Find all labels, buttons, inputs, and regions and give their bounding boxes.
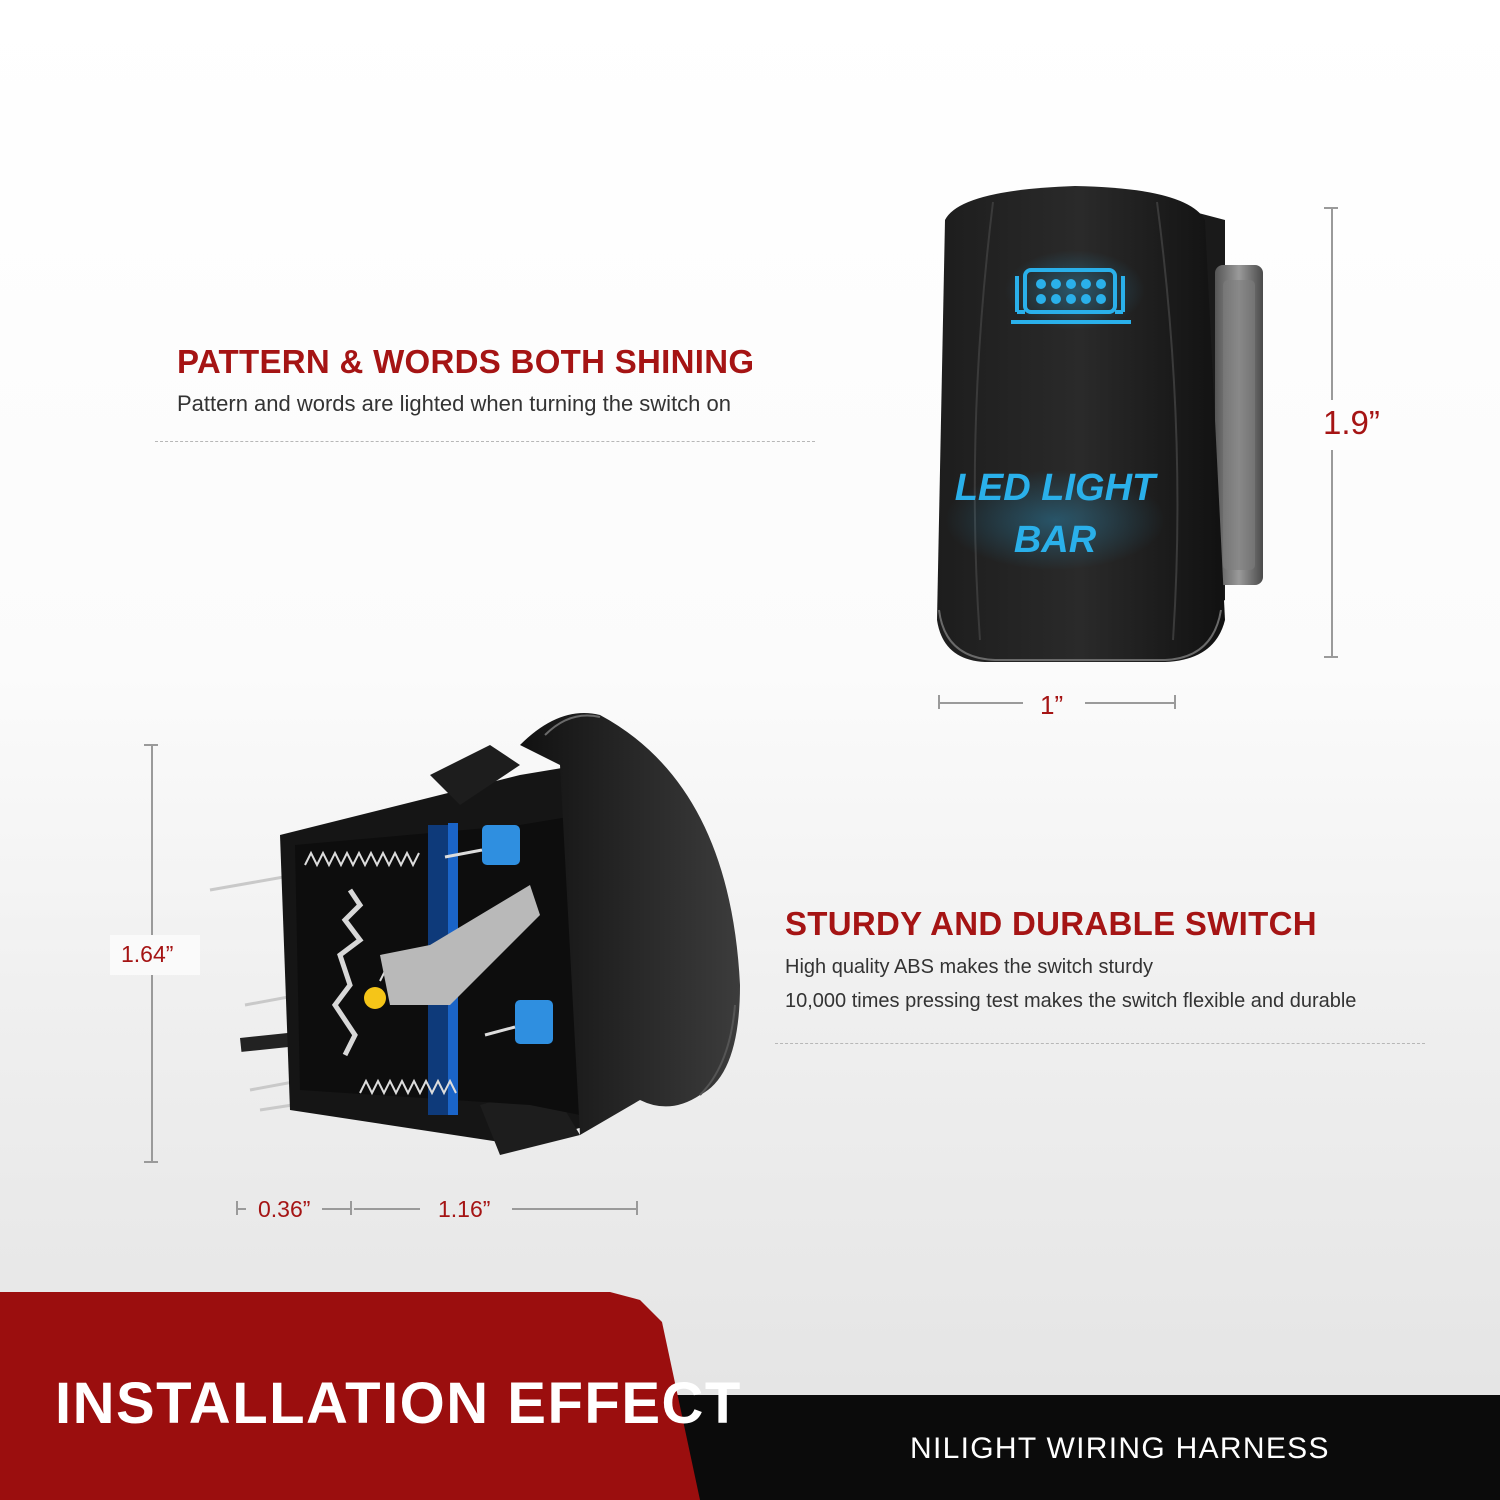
feature-desc-shining: Pattern and words are lighted when turni… — [177, 391, 731, 416]
dimension-height-side: 1.64” — [121, 941, 174, 967]
side-height-tick-bottom — [144, 1161, 158, 1163]
feature-desc-sturdy-1: High quality ABS makes the switch sturdy — [785, 956, 1153, 978]
dimension-depth-back: 0.36” — [258, 1196, 311, 1222]
footer-title: INSTALLATION EFFECT — [55, 1371, 742, 1436]
height-dimension-tick-top — [1324, 207, 1338, 209]
divider-2 — [775, 1043, 1425, 1044]
dimension-height-front: 1.9” — [1323, 404, 1380, 441]
depth-line-c — [354, 1208, 420, 1210]
depth-line-d — [512, 1208, 637, 1210]
rocker-switch-cutaway — [209, 713, 740, 1155]
width-dimension-tick-left — [938, 695, 940, 709]
dimension-depth-front: 1.16” — [438, 1196, 491, 1222]
switch-label-line2: BAR — [1014, 519, 1097, 561]
depth-line-b — [322, 1208, 350, 1210]
width-dimension-line-left — [938, 702, 1023, 704]
footer-banner-black — [640, 1395, 1500, 1500]
height-dimension-tick-bottom — [1324, 656, 1338, 658]
side-height-tick-top — [144, 744, 158, 746]
depth-tick-mid — [350, 1201, 352, 1215]
depth-line-a — [236, 1208, 246, 1210]
depth-tick-right — [636, 1201, 638, 1215]
feature-desc-sturdy-2: 10,000 times pressing test makes the swi… — [785, 990, 1357, 1012]
width-dimension-tick-right — [1174, 695, 1176, 709]
divider-1 — [155, 441, 815, 442]
dimension-width-front: 1” — [1040, 690, 1064, 720]
led-light-bar-icon — [1011, 268, 1131, 324]
footer-subtitle: NILIGHT WIRING HARNESS — [910, 1432, 1330, 1465]
feature-title-shining: PATTERN & WORDS BOTH SHINING — [177, 343, 755, 380]
width-dimension-line-right — [1085, 702, 1175, 704]
depth-tick-left — [236, 1201, 238, 1215]
footer-banner-red — [0, 1292, 700, 1500]
rocker-switch-front: LED LIGHT BAR — [937, 186, 1263, 662]
feature-title-sturdy: STURDY AND DURABLE SWITCH — [785, 905, 1317, 942]
switch-label-line1: LED LIGHT — [955, 467, 1158, 509]
